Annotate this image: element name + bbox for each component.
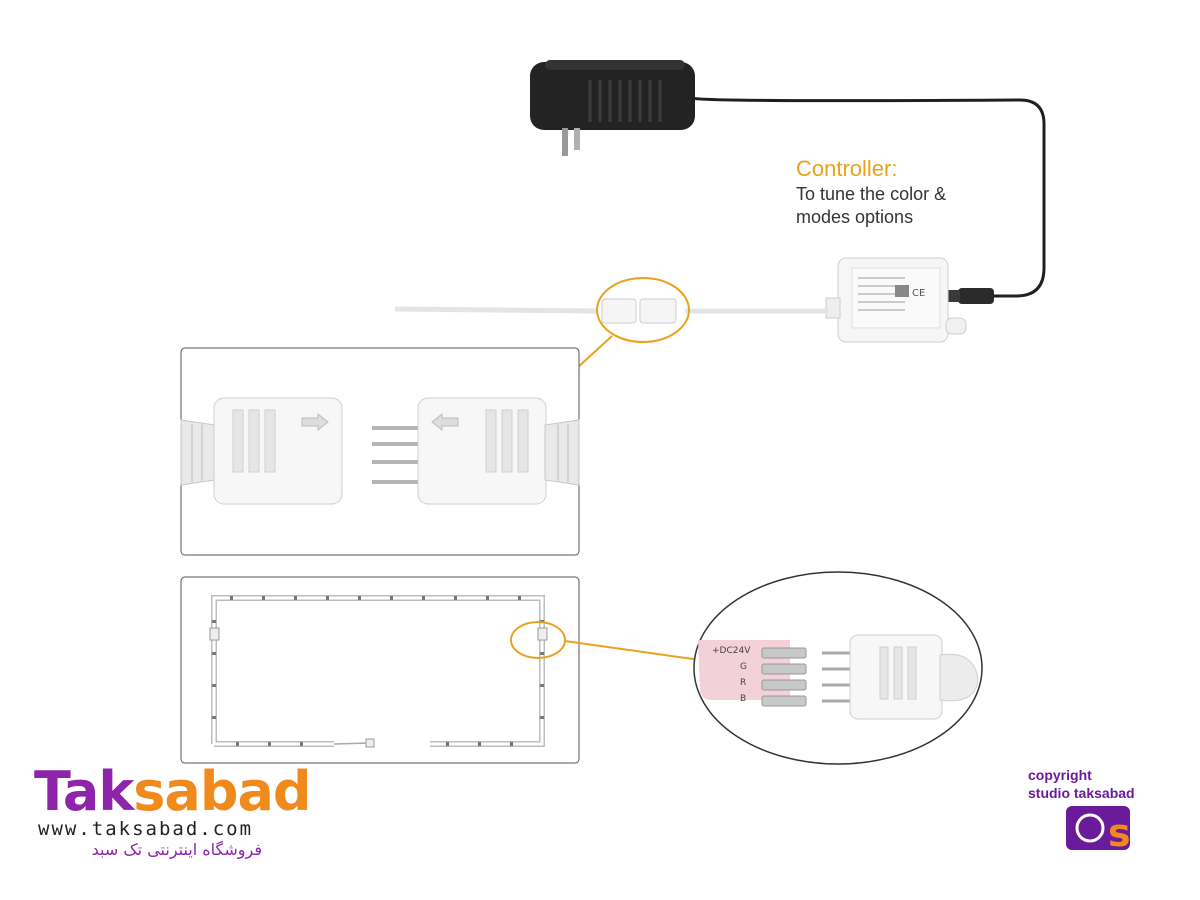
controller-desc-line-1: To tune the color & <box>796 184 947 204</box>
copyright-line-2: studio taksabad <box>1028 785 1135 801</box>
pin-label-r: R <box>740 678 747 688</box>
svg-text:s: s <box>1108 811 1131 855</box>
copyright-notice: copyright studio taksabad <box>1028 766 1135 802</box>
controller-description: To tune the color & modes options <box>796 183 1026 229</box>
pin-label-g: G <box>740 662 747 672</box>
power-adapter <box>530 60 695 156</box>
svg-text:CE: CE <box>912 288 925 299</box>
connector-zoom-panel <box>180 347 580 556</box>
website-url: www.taksabad.com <box>38 818 254 840</box>
camera-stamp-icon: s <box>1066 806 1131 855</box>
highlight-circle-top <box>596 277 690 343</box>
highlight-circle-strip <box>510 621 566 659</box>
rgb-cable <box>394 306 828 314</box>
pin-label-b: B <box>740 694 747 704</box>
strip-end-zoom <box>693 571 983 765</box>
controller-box: CE <box>825 257 967 343</box>
tagline-persian: فروشگاه اینترنتی تک سبد <box>91 840 262 859</box>
logo-part-2: sabad <box>133 760 311 823</box>
pointer-line-strip <box>564 640 701 661</box>
logo-part-1: Tak <box>34 760 134 823</box>
pin-label-dc24v: +DC24V <box>712 646 751 656</box>
dc-cable <box>691 96 1046 298</box>
taksabad-logo: Taksabad <box>34 760 312 823</box>
dc-jack <box>946 288 994 304</box>
controller-title: Controller: <box>796 156 898 181</box>
controller-desc-line-2: modes options <box>796 207 914 227</box>
copyright-line-1: copyright <box>1028 767 1092 783</box>
led-strip-panel <box>180 576 580 764</box>
inline-connector <box>601 298 677 324</box>
